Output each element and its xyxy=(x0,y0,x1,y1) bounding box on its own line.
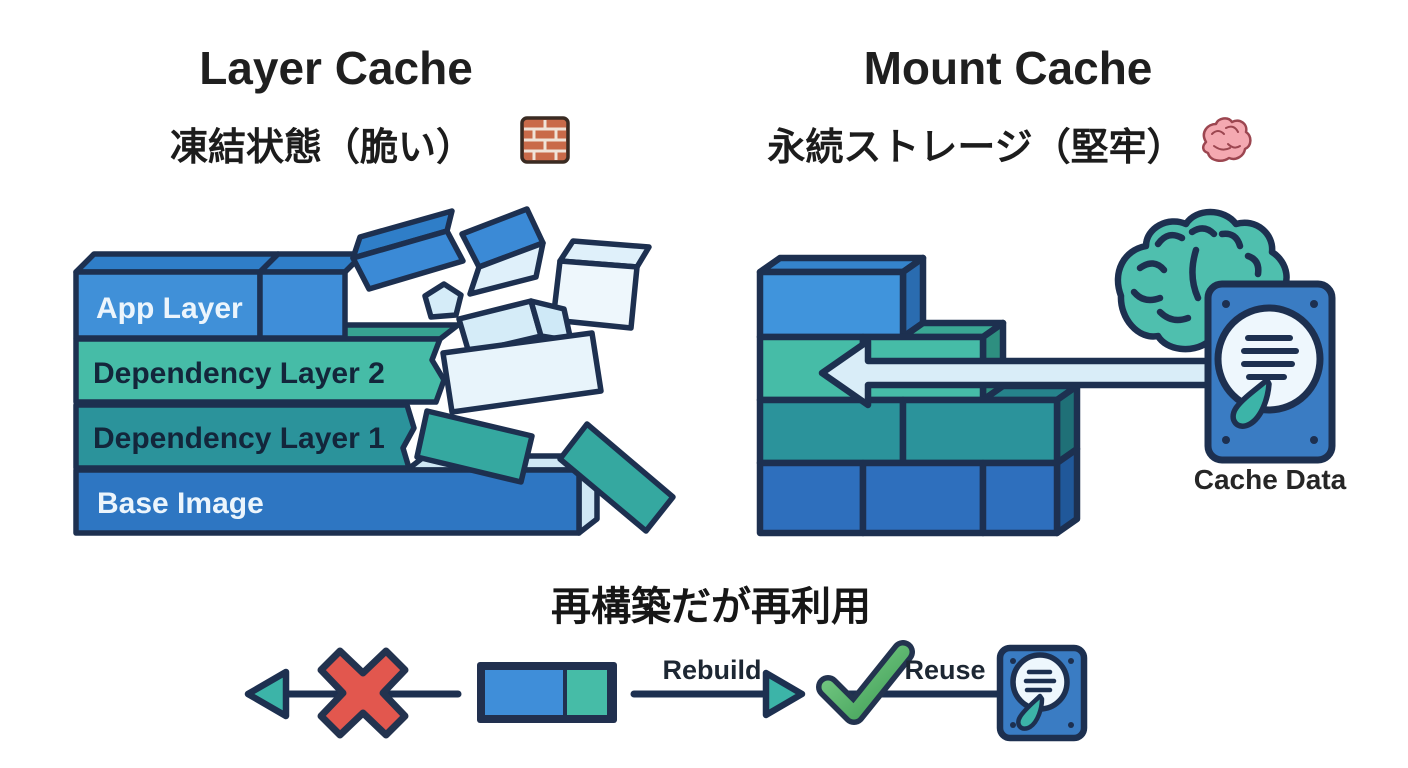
check-icon xyxy=(816,640,915,725)
brain-emoji-icon xyxy=(1202,117,1252,162)
fragment-teal-tilted xyxy=(557,421,676,534)
no-reuse-arrowhead xyxy=(244,668,290,720)
dependency-layer-1-label: Dependency Layer 1 xyxy=(93,422,385,455)
wall-brick xyxy=(756,396,907,467)
left-title: Layer Cache xyxy=(199,42,473,94)
left-subtitle: 凍結状態（脆い） xyxy=(170,126,474,169)
right-subtitle: 永続ストレージ（堅牢） xyxy=(767,127,1184,169)
reuse-drive-icon xyxy=(996,644,1088,742)
fragment-slab xyxy=(440,330,604,415)
base-image-brick xyxy=(73,467,582,536)
wall-brick xyxy=(899,396,1061,467)
broken-brick-fragments xyxy=(350,206,676,534)
dependency-layer-1-brick xyxy=(73,402,417,471)
wall-brick xyxy=(979,459,1061,537)
mount-cache-wall xyxy=(756,254,1081,537)
app-layer-brick xyxy=(73,269,263,341)
rebuild-arrowhead xyxy=(762,669,806,719)
fragment-two-tone-light xyxy=(467,240,546,297)
fragment-pebble xyxy=(422,281,464,320)
wall-brick xyxy=(756,268,907,341)
fragment-blue-brick xyxy=(350,228,466,292)
wall-brick xyxy=(756,459,867,537)
drive-platter xyxy=(1214,304,1324,414)
rebuild-label: Rebuild xyxy=(663,655,762,685)
bottom-heading: 再構築だが再利用 xyxy=(551,585,871,629)
brick-emoji-mortar xyxy=(524,120,566,160)
layer-pair-chip xyxy=(477,662,617,723)
small-drive-data-lines xyxy=(1023,669,1057,693)
cache-data-drive-icon xyxy=(1204,280,1336,464)
chip-teal-block xyxy=(567,670,607,715)
app-layer-label: App Layer xyxy=(96,292,243,325)
cache-data-label: Cache Data xyxy=(1194,464,1347,495)
layer-stack: App Layer Dependency Layer 2 Dependency … xyxy=(73,251,600,536)
brain-emoji-folds xyxy=(1211,125,1241,151)
wall-brick xyxy=(859,459,987,537)
drive-data-lines xyxy=(1241,335,1299,380)
bottom-legend: Rebuild Reuse xyxy=(244,640,1088,742)
base-image-label: Base Image xyxy=(97,487,264,520)
drive-screws xyxy=(1222,300,1318,444)
small-drive-screws xyxy=(1010,658,1074,728)
small-drive-actuator xyxy=(1016,693,1045,731)
app-layer-brick-fragmented xyxy=(257,269,348,341)
brick-wall-icon xyxy=(520,116,570,164)
dependency-layer-2-brick xyxy=(73,336,447,405)
brain-folds xyxy=(1130,225,1262,324)
right-title: Mount Cache xyxy=(864,42,1153,94)
reuse-label: Reuse xyxy=(904,655,985,685)
x-mark-icon xyxy=(317,647,409,739)
brain-emoji-body xyxy=(1202,117,1252,162)
drive-actuator xyxy=(1230,377,1272,429)
fragment-teal-flat xyxy=(414,408,535,485)
chip-blue-block xyxy=(485,670,563,715)
fragment-white-brick xyxy=(550,258,640,331)
dependency-layer-2-label: Dependency Layer 2 xyxy=(93,357,385,390)
